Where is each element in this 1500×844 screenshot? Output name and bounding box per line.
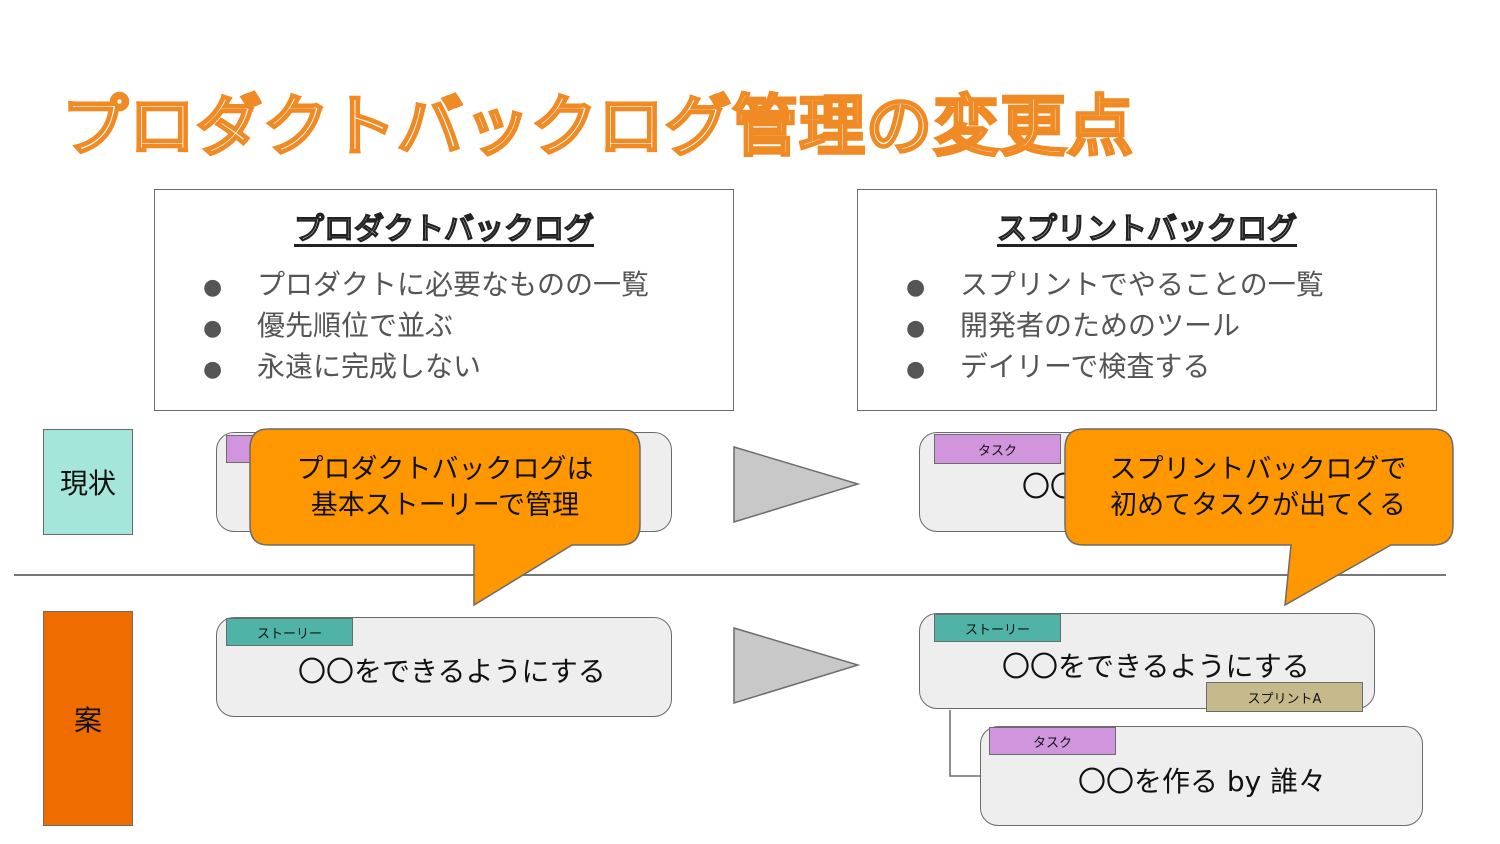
callout-shape [1064,428,1454,607]
bullet-icon: ● [906,275,926,300]
callout-product-backlog-text: プロダクトバックログは 基本ストーリーで管理 [296,454,594,521]
proposal-story-text: 〇〇をできるようにする [298,655,606,688]
row-label-proposal: 案 [43,611,133,826]
bullet-icon: ● [203,275,223,300]
arrow-right-icon [733,626,860,705]
proposal-task-tag: タスク [989,727,1116,755]
list-item: ●優先順位で並ぶ [203,307,649,348]
proposal-task-text: 〇〇を作る by 誰々 [1078,765,1327,798]
bullet-icon: ● [906,357,926,382]
slide-title: プロダクトバックログ管理の変更点 [61,87,1135,167]
callout-shape [249,428,641,607]
proposal-sprint-story-text: 〇〇をできるようにする [1002,650,1310,683]
list-item: ●永遠に完成しない [203,348,649,389]
callout-sprint-backlog-text: スプリントバックログで 初めてタスクが出てくる [1109,454,1407,521]
product-backlog-list: ●プロダクトに必要なものの一覧 ●優先順位で並ぶ ●永遠に完成しない [203,266,649,389]
connector-line [949,710,983,777]
sprint-backlog-list: ●スプリントでやることの一覧 ●開発者のためのツール ●デイリーで検査する [906,266,1324,389]
proposal-sprint-story-tag: ストーリー [934,614,1061,642]
proposal-story-tag: ストーリー [226,618,353,646]
current-task-tag: タスク [934,434,1061,464]
sprint-backlog-heading: スプリントバックログ [996,211,1297,247]
bullet-icon: ● [203,357,223,382]
list-item: ●開発者のためのツール [906,307,1324,348]
list-item: ●プロダクトに必要なものの一覧 [203,266,649,307]
row-label-current: 現状 [43,429,133,535]
list-item: ●デイリーで検査する [906,348,1324,389]
product-backlog-heading: プロダクトバックログ [293,211,594,247]
sprint-backlog-box: スプリントバックログ ●スプリントでやることの一覧 ●開発者のためのツール ●デ… [857,189,1437,411]
product-backlog-box: プロダクトバックログ ●プロダクトに必要なものの一覧 ●優先順位で並ぶ ●永遠に… [154,189,734,411]
list-item: ●スプリントでやることの一覧 [906,266,1324,307]
arrow-right-icon [733,445,860,524]
row-divider [14,574,1446,576]
sprint-a-tag: スプリントA [1206,682,1363,712]
bullet-icon: ● [906,316,926,341]
bullet-icon: ● [203,316,223,341]
